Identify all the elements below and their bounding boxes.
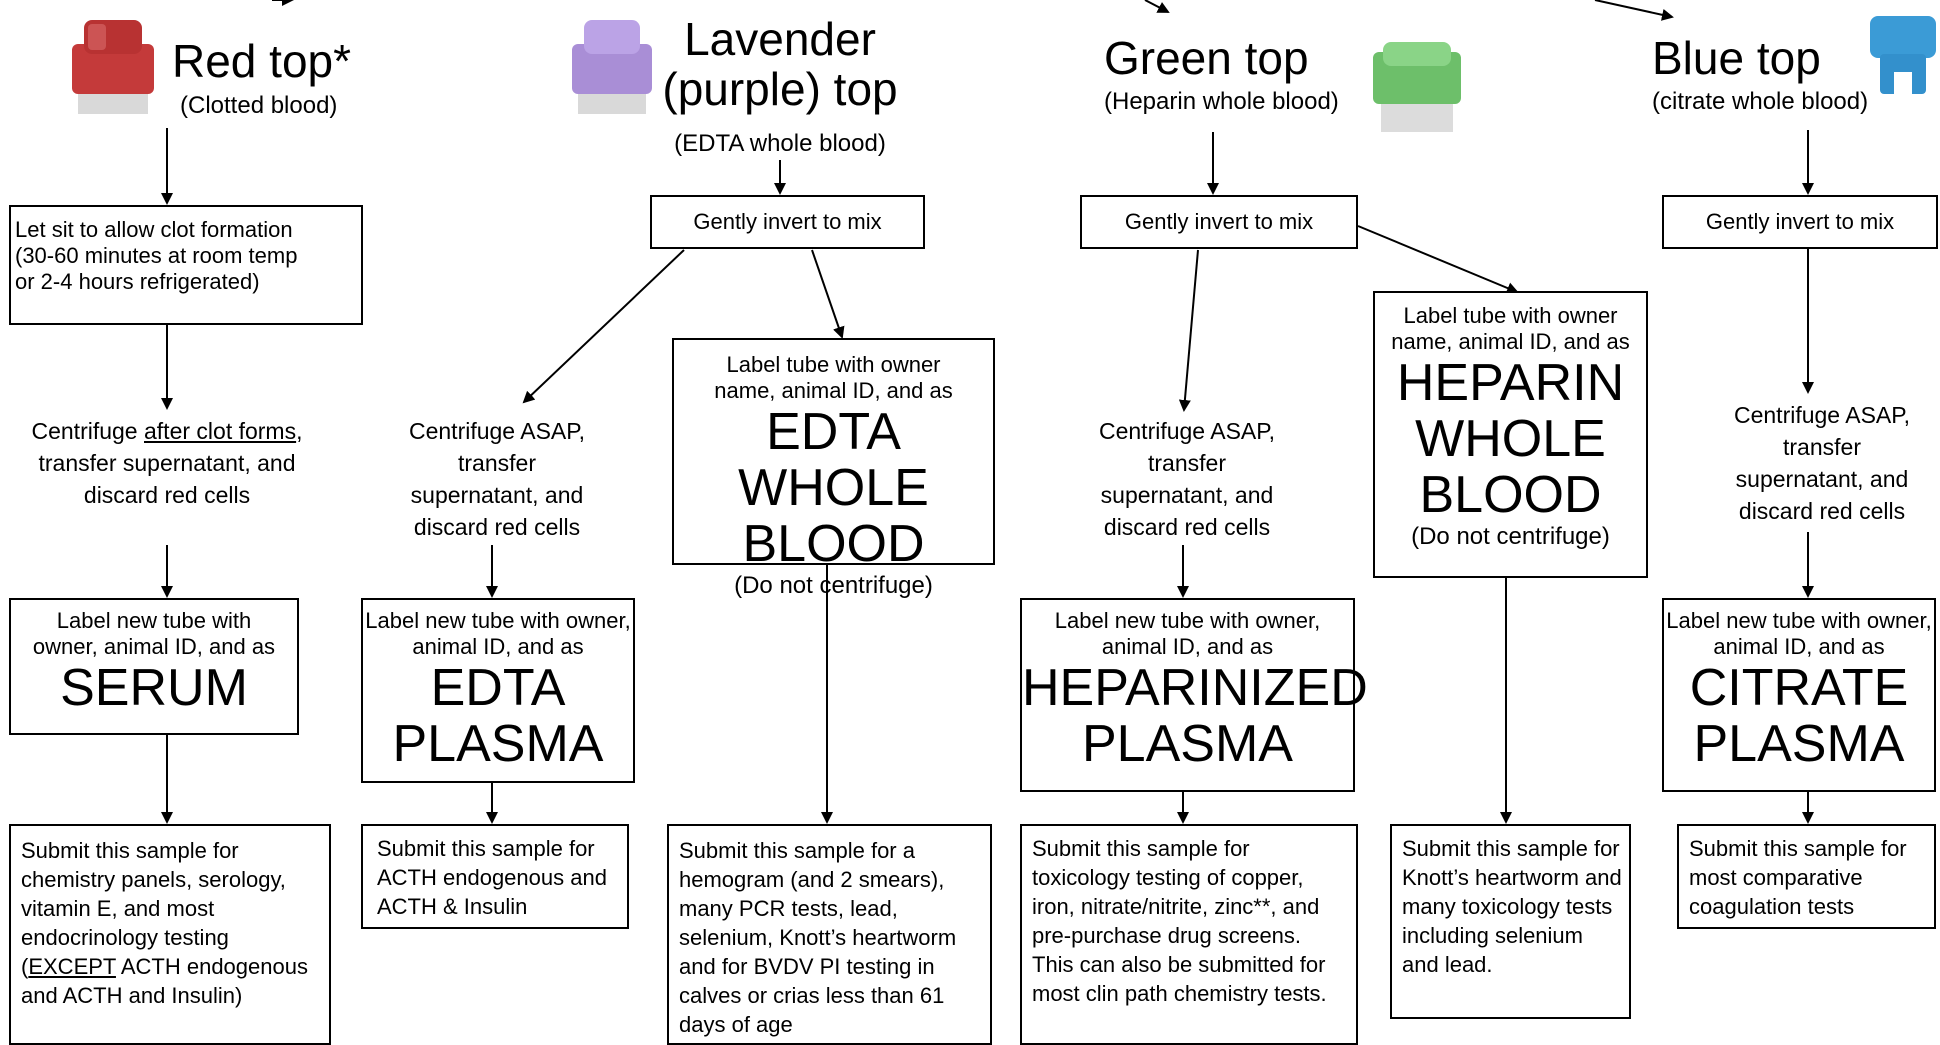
blue-plasma-label-box: Label new tube with owner, animal ID, an… — [1662, 598, 1936, 792]
green-plasma-submit-box: Submit this sample for toxicology testin… — [1020, 824, 1358, 1045]
green-mix-label: Gently invert to mix — [1124, 209, 1314, 234]
red-centrifuge-pre: Centrifuge — [31, 418, 144, 444]
lavender-plasma-intro: Label new tube with owner, animal ID, an… — [365, 608, 631, 659]
green-tube-icon — [1373, 32, 1461, 132]
red-clot-line-3: or 2-4 hours refrigerated) — [15, 269, 260, 294]
red-top-subtitle: (Clotted blood) — [180, 92, 338, 119]
lavender-plasma-submit-box: Submit this sample for ACTH endogenous a… — [361, 824, 629, 929]
green-plasma-submit: Submit this sample for toxicology testin… — [1032, 836, 1327, 1006]
lavender-plasma-big-1: EDTA — [430, 659, 566, 717]
lavender-top-subtitle: (EDTA whole blood) — [674, 130, 886, 157]
lavender-whole-big-2: BLOOD — [742, 515, 925, 573]
green-plasma-big-1: HEPARINIZED — [1022, 659, 1368, 717]
arrow-lav-2 — [522, 249, 685, 404]
red-clot-step-box: Let sit to allow clot formation (30-60 m… — [9, 205, 363, 325]
green-whole-submit-box: Submit this sample for Knott’s heartworm… — [1390, 824, 1631, 1019]
lavender-whole-note: (Do not centrifuge) — [734, 572, 933, 599]
top-arrow-green — [1144, 0, 1170, 13]
blue-top-subtitle: (citrate whole blood) — [1652, 88, 1869, 115]
blue-plasma-submit-box: Submit this sample for most comparative … — [1677, 824, 1936, 929]
lavender-centrifuge-step: Centrifuge ASAP, transfer supernatant, a… — [408, 418, 586, 540]
red-top-title: Red top* — [172, 35, 352, 87]
green-plasma-intro: Label new tube with owner, animal ID, an… — [1054, 608, 1321, 659]
blue-plasma-submit: Submit this sample for most comparative … — [1689, 836, 1907, 919]
lavender-mix-box: Gently invert to mix — [650, 195, 925, 249]
red-label-serum: SERUM — [60, 659, 248, 717]
top-arrow-blue — [1594, 0, 1674, 21]
lavender-plasma-label-box: Label new tube with owner, animal ID, an… — [361, 598, 635, 783]
lavender-whole-intro: Label tube with owner name, animal ID, a… — [714, 352, 953, 403]
lavender-whole-submit: Submit this sample for a hemogram (and 2… — [679, 838, 957, 1037]
green-whole-big-2: WHOLE — [1415, 410, 1606, 468]
lavender-plasma-submit: Submit this sample for ACTH endogenous a… — [377, 836, 607, 919]
lavender-plasma-big-2: PLASMA — [392, 715, 604, 773]
green-plasma-big-2: PLASMA — [1082, 715, 1293, 773]
lavender-whole-submit-box: Submit this sample for a hemogram (and 2… — [667, 824, 992, 1045]
green-whole-submit: Submit this sample for Knott’s heartworm… — [1402, 836, 1622, 977]
lavender-whole-label-box: Label tube with owner name, animal ID, a… — [672, 338, 995, 599]
red-submit-pre: Submit this sample for chemistry panels,… — [21, 838, 286, 979]
red-centrifuge-step: Centrifuge after clot forms, transfer su… — [27, 415, 307, 511]
arrow-green-3 — [1357, 225, 1519, 294]
blue-mix-box: Gently invert to mix — [1662, 195, 1938, 249]
green-plasma-label-box: Label new tube with owner, animal ID, an… — [1020, 598, 1368, 792]
red-submit-post: ACTH endogenous and ACTH and Insulin) — [21, 954, 308, 1008]
green-whole-label-box: Label tube with owner name, animal ID, a… — [1373, 291, 1648, 578]
blue-centrifuge-step: Centrifuge ASAP, transfer supernatant, a… — [1733, 402, 1911, 524]
lavender-whole-big-1: EDTA WHOLE — [738, 403, 929, 517]
blue-tube-icon — [1870, 16, 1936, 104]
red-centrifuge-post: , transfer supernatant, and discard red … — [38, 418, 303, 508]
arrow-green-2 — [1178, 249, 1199, 412]
red-centrifuge-underlined: after clot forms — [144, 418, 297, 444]
lavender-title-line-1: Lavender — [684, 13, 876, 65]
blue-plasma-intro: Label new tube with owner, animal ID, an… — [1666, 608, 1932, 659]
red-submit-underlined: EXCEPT — [28, 954, 116, 979]
blue-top-title: Blue top — [1652, 32, 1821, 84]
blue-mix-label: Gently invert to mix — [1705, 209, 1895, 234]
green-top-title: Green top — [1104, 32, 1309, 84]
red-tube-icon — [72, 14, 154, 114]
red-serum-label-box: Label new tube with owner, animal ID, an… — [9, 598, 299, 735]
green-whole-big-3: BLOOD — [1419, 466, 1602, 524]
blue-plasma-big-2: PLASMA — [1693, 715, 1905, 773]
green-whole-note: (Do not centrifuge) — [1411, 523, 1610, 550]
red-clot-line-2: (30-60 minutes at room temp — [15, 243, 298, 268]
lavender-top-title: Lavender (purple) top — [640, 14, 920, 114]
lavender-tube-icon — [572, 16, 652, 114]
red-label-intro: Label new tube with owner, animal ID, an… — [32, 608, 276, 659]
green-top-subtitle: (Heparin whole blood) — [1104, 88, 1339, 115]
lavender-title-line-2: (purple) top — [662, 63, 898, 115]
green-whole-intro: Label tube with owner name, animal ID, a… — [1391, 303, 1630, 354]
lavender-mix-label: Gently invert to mix — [693, 209, 882, 234]
green-whole-big-1: HEPARIN — [1396, 354, 1625, 412]
arrow-lav-3 — [811, 249, 845, 339]
blue-plasma-big-1: CITRATE — [1689, 659, 1909, 717]
red-clot-line-1: Let sit to allow clot formation — [15, 217, 293, 242]
green-mix-box: Gently invert to mix — [1080, 195, 1358, 249]
red-submit-box: Submit this sample for chemistry panels,… — [9, 824, 331, 1045]
green-centrifuge-step: Centrifuge ASAP, transfer supernatant, a… — [1098, 418, 1276, 540]
